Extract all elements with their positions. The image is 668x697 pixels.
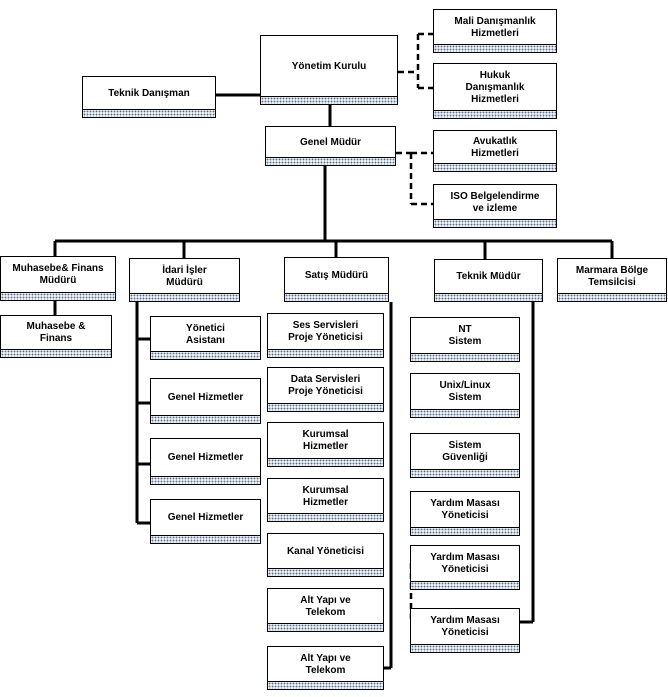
- admin-child-box: Genel Hizmetler: [150, 499, 261, 544]
- legal-consulting-box: Hukuk Danışmanlık Hizmetleri: [433, 63, 557, 119]
- sales-child-box: Kurumsal Hizmetler: [267, 422, 384, 467]
- technical-child-label: NT Sistem: [448, 324, 482, 347]
- technical-manager-box: Teknik Müdür: [434, 259, 543, 302]
- technical-child-box: Yardım Masası Yöneticisi: [410, 491, 520, 536]
- sales-child-box: Kanal Yöneticisi: [267, 533, 384, 577]
- iso-certification-label: ISO Belgelendirme ve izleme: [450, 190, 540, 214]
- sales-child-label: Kurumsal Hizmetler: [302, 484, 349, 508]
- technical-child-label: Yardım Masası Yöneticisi: [430, 552, 500, 575]
- admin-child-box: Genel Hizmetler: [150, 438, 261, 485]
- financial-consulting-box: Mali Danışmanlık Hizmetleri: [433, 9, 557, 53]
- technical-child-label: Unix/Linux Sistem: [439, 380, 491, 403]
- technical-child-box: NT Sistem: [410, 317, 520, 362]
- legal-consulting-label: Hukuk Danışmanlık Hizmetleri: [465, 69, 525, 105]
- sales-child-box: Alt Yapı ve Telekom: [267, 646, 384, 690]
- sales-child-label: Ses Servisleri Proje Yöneticisi: [288, 320, 363, 343]
- accounting-finance-box: Muhasebe & Finans: [0, 315, 112, 358]
- iso-certification-box: ISO Belgelendirme ve izleme: [433, 184, 557, 228]
- admin-child-label: Yönetici Asistanı: [186, 322, 225, 346]
- sales-manager-box: Satış Müdürü: [284, 257, 389, 302]
- technical-child-box: Yardım Masası Yöneticisi: [410, 608, 520, 653]
- accounting-finance-label: Muhasebe & Finans: [26, 321, 86, 344]
- legal-services-box: Avukatlık Hizmetleri: [433, 130, 557, 172]
- technical-child-label: Yardım Masası Yöneticisi: [430, 615, 500, 638]
- technical-child-label: Sistem Güvenliği: [442, 440, 488, 463]
- financial-consulting-label: Mali Danışmanlık Hizmetleri: [454, 15, 536, 39]
- general-manager-box: Genel Müdür: [265, 126, 396, 166]
- technical-manager-label: Teknik Müdür: [456, 271, 521, 282]
- sales-child-box: Alt Yapı ve Telekom: [267, 588, 384, 632]
- sales-child-label: Kanal Yöneticisi: [286, 545, 365, 557]
- sales-manager-label: Satış Müdürü: [304, 270, 369, 281]
- marmara-representative-label: Marmara Bölge Temsilcisi: [575, 264, 649, 288]
- technical-advisor-label: Teknik Danışman: [108, 87, 190, 99]
- marmara-representative-box: Marmara Bölge Temsilcisi: [557, 258, 667, 302]
- sales-child-label: Data Servisleri Proje Yöneticisi: [288, 374, 363, 397]
- sales-child-box: Ses Servisleri Proje Yöneticisi: [267, 313, 384, 358]
- admin-child-label: Genel Hizmetler: [167, 452, 244, 463]
- technical-advisor-box: Teknik Danışman: [82, 76, 216, 118]
- admin-child-box: Genel Hizmetler: [150, 378, 261, 424]
- finance-manager-box: Muhasebe& Finans Müdürü: [0, 256, 116, 301]
- sales-child-label: Alt Yapı ve Telekom: [300, 594, 351, 618]
- sales-child-box: Data Servisleri Proje Yöneticisi: [267, 367, 384, 412]
- technical-child-box: Yardım Masası Yöneticisi: [410, 545, 520, 590]
- board-of-directors-label: Yönetim Kurulu: [291, 60, 367, 72]
- technical-child-box: Unix/Linux Sistem: [410, 373, 520, 418]
- admin-child-label: Genel Hizmetler: [167, 512, 244, 523]
- admin-child-box: Yönetici Asistanı: [150, 316, 261, 360]
- legal-services-label: Avukatlık Hizmetleri: [471, 135, 519, 159]
- board-of-directors-box: Yönetim Kurulu: [260, 35, 398, 105]
- sales-child-box: Kurumsal Hizmetler: [267, 478, 384, 522]
- technical-child-box: Sistem Güvenliği: [410, 433, 520, 478]
- general-manager-label: Genel Müdür: [299, 136, 362, 148]
- admin-manager-box: İdari İşler Müdürü: [129, 258, 240, 302]
- technical-child-label: Yardım Masası Yöneticisi: [430, 498, 500, 521]
- admin-manager-label: İdari İşler Müdürü: [162, 264, 207, 288]
- sales-child-label: Kurumsal Hizmetler: [302, 429, 349, 452]
- sales-child-label: Alt Yapı ve Telekom: [300, 652, 351, 676]
- finance-manager-label: Muhasebe& Finans Müdürü: [12, 263, 104, 286]
- admin-child-label: Genel Hizmetler: [167, 391, 244, 403]
